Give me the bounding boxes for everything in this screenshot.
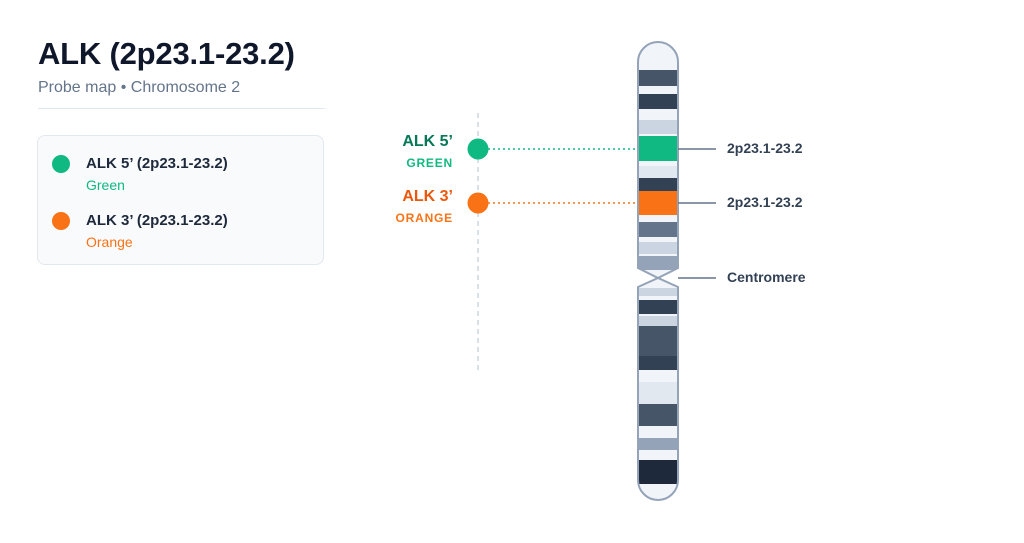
probe-name: ALK 5’ bbox=[402, 133, 453, 150]
legend-item-name: ALK 3’ (2p23.1-23.2) bbox=[86, 212, 228, 229]
legend-item-name: ALK 5’ (2p23.1-23.2) bbox=[86, 155, 228, 172]
legend-item-color: Orange bbox=[86, 234, 133, 250]
probe-name: ALK 3’ bbox=[402, 188, 453, 205]
locus-label-orange: 2p23.1-23.2 bbox=[727, 194, 803, 210]
chromosome-q-arm bbox=[638, 278, 678, 500]
header-divider bbox=[38, 108, 325, 109]
probe-marker-green bbox=[467, 138, 489, 160]
page-title: ALK (2p23.1-23.2) bbox=[38, 36, 295, 71]
legend-card: ALK 5’ (2p23.1-23.2) Green ALK 3’ (2p23.… bbox=[37, 135, 324, 265]
chromosome-p-outline bbox=[637, 41, 679, 280]
probe-color-label: ORANGE bbox=[395, 211, 453, 225]
green-dot-icon bbox=[52, 155, 70, 173]
chromosome-q-outline bbox=[637, 276, 679, 501]
legend-item-color: Green bbox=[86, 177, 125, 193]
probe-color-label: GREEN bbox=[406, 156, 453, 170]
band-probe-orange bbox=[638, 191, 678, 215]
orange-dot-icon bbox=[52, 212, 70, 230]
locus-label-green: 2p23.1-23.2 bbox=[727, 140, 803, 156]
centromere-label: Centromere bbox=[727, 269, 806, 285]
probe-marker-orange bbox=[467, 192, 489, 214]
probe-label-alk-5: ALK 5’ GREEN bbox=[402, 133, 453, 170]
probe-label-alk-3: ALK 3’ ORANGE bbox=[396, 188, 453, 225]
band-probe-green bbox=[638, 136, 678, 161]
chromosome-p-arm bbox=[638, 42, 678, 278]
page-subtitle: Probe map • Chromosome 2 bbox=[38, 79, 241, 96]
